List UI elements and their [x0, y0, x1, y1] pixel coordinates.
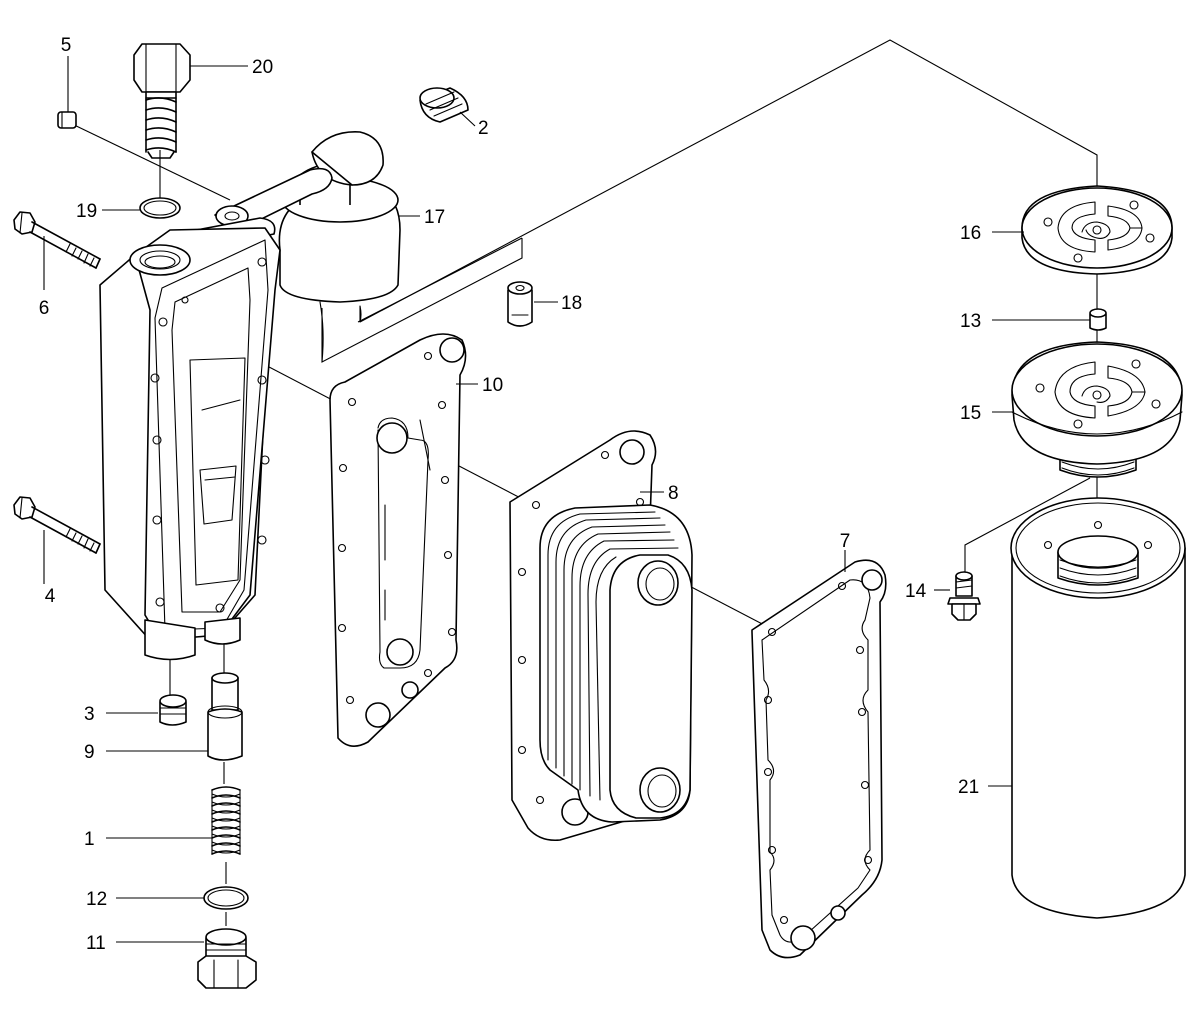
callout-3: 3: [84, 704, 95, 725]
callout-10: 10: [482, 375, 503, 396]
callout-8: 8: [668, 483, 679, 504]
callout-13: 13: [960, 311, 981, 332]
part-13-pin: [1089, 308, 1107, 331]
part-21-filter-canister: [1010, 497, 1186, 919]
part-11-hex-plug: [197, 928, 257, 989]
part-6-long-bolt: [13, 211, 101, 269]
callout-20: 20: [252, 57, 273, 78]
part-2-plug: [419, 87, 469, 123]
callout-6: 6: [39, 298, 50, 319]
part-12-o-ring: [203, 886, 249, 910]
part-10-gasket: [329, 333, 467, 747]
callout-1: 1: [84, 829, 95, 850]
gasket-10-holes: [337, 351, 457, 705]
callout-16: 16: [960, 223, 981, 244]
callout-18: 18: [561, 293, 582, 314]
part-19-o-ring: [139, 197, 181, 219]
part-7-gasket: [751, 559, 887, 959]
callout-5: 5: [61, 35, 72, 56]
callout-15: 15: [960, 403, 981, 424]
callout-9: 9: [84, 742, 95, 763]
part-4-long-bolt: [13, 496, 101, 554]
part-3-plug: [159, 694, 187, 726]
part-14-bolt: [947, 571, 981, 621]
part-20-bolt: [133, 43, 191, 159]
callout-2: 2: [478, 118, 489, 139]
callout-14: 14: [905, 581, 927, 602]
part-9-valve-piston: [207, 672, 243, 761]
callout-leaders: [43, 56, 1090, 943]
callout-labels: 5 20 2 19 17 6 18 10 8 7 4 3 9 1 12 11 1…: [39, 35, 981, 954]
part-16-disc: [1021, 185, 1173, 275]
callout-11: 11: [86, 933, 106, 954]
part-15-cover-plate: [1011, 341, 1183, 478]
callout-12: 12: [86, 889, 107, 910]
part-18-fitting: [507, 281, 533, 327]
callout-19: 19: [76, 201, 97, 222]
callout-21: 21: [958, 777, 979, 798]
housing-block: [99, 227, 281, 661]
part-17-filter-head: [169, 131, 401, 363]
part-8-oil-cooler: [509, 430, 693, 842]
part-1-spring: [211, 786, 241, 855]
callout-7: 7: [840, 531, 851, 552]
housing-bolt-holes: [150, 257, 270, 613]
gasket-8-holes: [517, 450, 645, 817]
callout-17: 17: [424, 207, 445, 228]
gasket-7-holes: [763, 581, 873, 925]
callout-4: 4: [45, 586, 56, 607]
part-5-screw: [57, 111, 77, 129]
